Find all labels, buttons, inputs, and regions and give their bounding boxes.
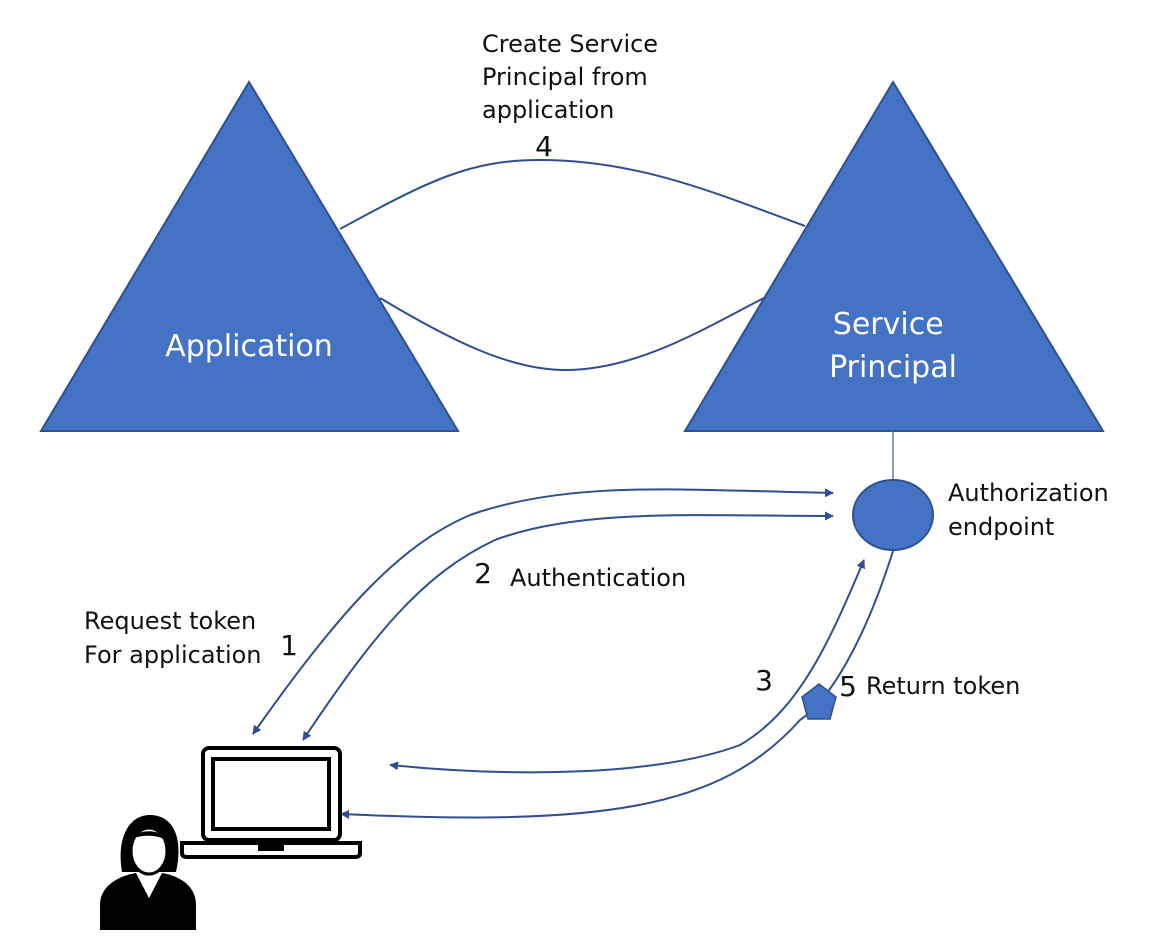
- create-sp-upper-curve: [339, 158, 806, 230]
- step1-label-line2: For application: [84, 641, 262, 669]
- service-principal-node: Service Principal: [683, 80, 1105, 432]
- authentication-arrow: [302, 511, 834, 741]
- authorization-endpoint-circle: [852, 479, 934, 551]
- step4-label: Create Service Principal from applicatio…: [482, 30, 666, 124]
- step3-arrow: [389, 559, 865, 774]
- step5-label: Return token: [866, 672, 1020, 700]
- service-principal-label-line1: Service: [833, 307, 944, 342]
- step4-label-line3: application: [482, 96, 614, 124]
- step4-annotation: Create Service Principal from applicatio…: [482, 30, 666, 163]
- token-icon: [801, 683, 837, 720]
- step2-label: Authentication: [510, 564, 686, 592]
- application-triangle: [39, 80, 460, 432]
- step4-label-line1: Create Service: [482, 30, 658, 58]
- step4-number: 4: [535, 130, 553, 163]
- step3-number: 3: [755, 664, 773, 697]
- step2-annotation: 2 Authentication: [474, 557, 686, 592]
- step1-annotation: Request token For application 1: [84, 607, 298, 669]
- service-principal-label-line2: Principal: [829, 350, 957, 385]
- service-principal-label: Service Principal: [829, 307, 957, 385]
- authorization-endpoint-node: Authorization endpoint: [852, 479, 1116, 551]
- laptop-icon: [180, 746, 362, 859]
- authorization-endpoint-label-line1: Authorization: [948, 479, 1109, 507]
- step2-number: 2: [474, 557, 492, 590]
- service-principal-triangle: [683, 80, 1105, 432]
- user-icon: [100, 815, 196, 930]
- application-label: Application: [165, 329, 333, 364]
- create-sp-lower-curve: [379, 296, 767, 372]
- step4-label-line2: Principal from: [482, 63, 648, 91]
- step3-annotation: 3: [755, 664, 773, 697]
- step1-number: 1: [280, 629, 298, 662]
- step1-label-line1: Request token: [84, 607, 256, 635]
- step5-number: 5: [839, 670, 857, 703]
- step5-annotation: 5 Return token: [839, 670, 1020, 703]
- authorization-endpoint-label-line2: endpoint: [948, 513, 1054, 541]
- authorization-endpoint-label: Authorization endpoint: [948, 479, 1116, 541]
- return-token-arrow: [340, 550, 894, 819]
- application-node: Application: [39, 80, 460, 432]
- step1-label: Request token For application: [84, 607, 264, 669]
